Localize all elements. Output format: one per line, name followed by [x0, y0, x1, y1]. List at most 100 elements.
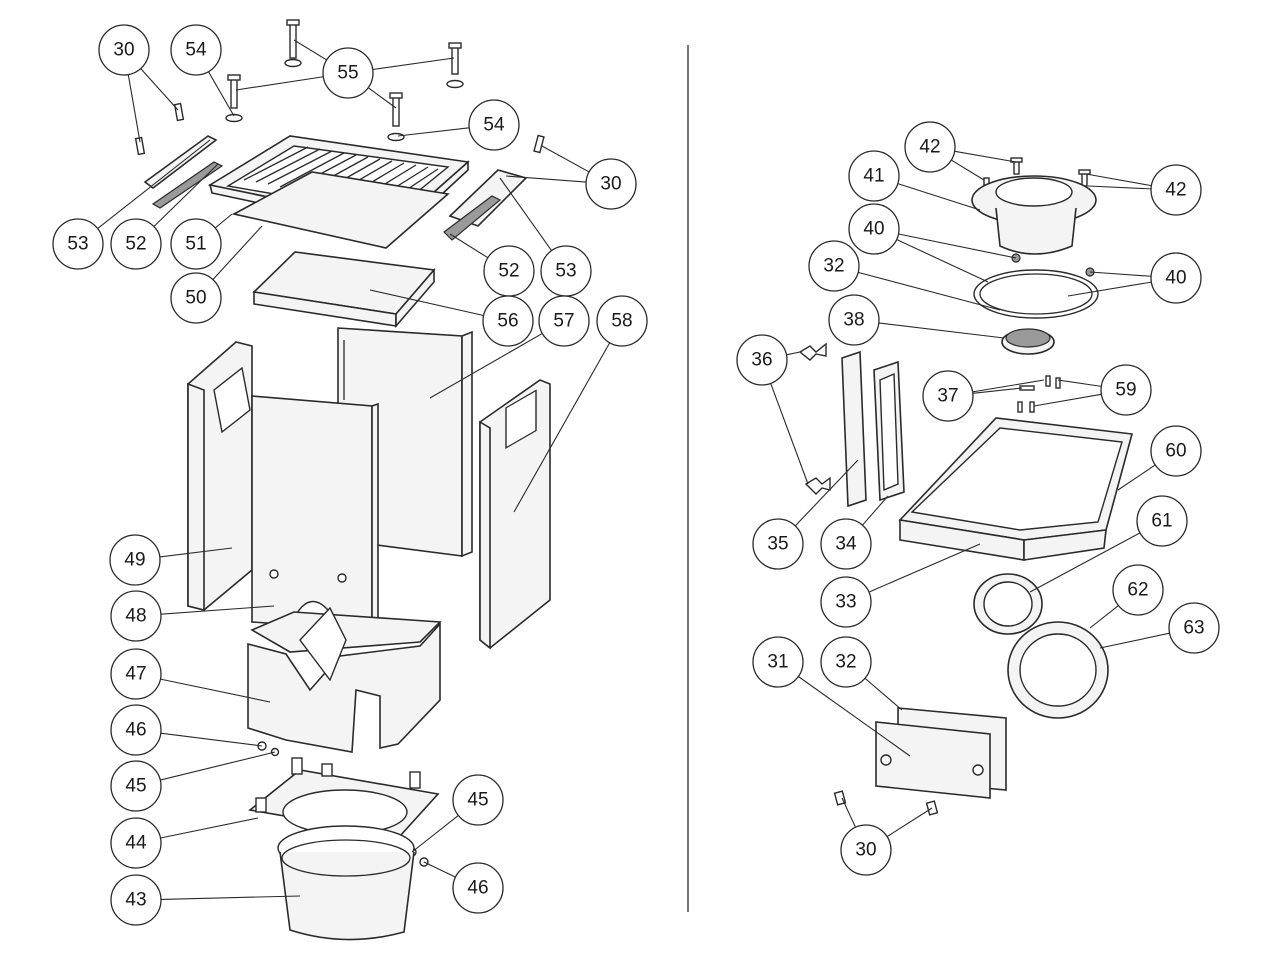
- callout-label: 30: [600, 174, 621, 195]
- leader-line-c62-0: [1089, 605, 1119, 629]
- leader-line-c31-0: [798, 676, 911, 757]
- leader-line-c63-0: [1099, 632, 1170, 649]
- leader-line-c54a-0: [207, 71, 235, 117]
- callout-circle: [110, 817, 162, 869]
- leader-line-c42b-0: [1085, 173, 1152, 187]
- callout-circle: [170, 24, 222, 76]
- washers-54: [225, 58, 464, 142]
- callout-circle: [904, 121, 956, 173]
- leader-line-c30b-0: [541, 145, 590, 173]
- callout-circle: [922, 370, 974, 422]
- callout-label: 60: [1165, 441, 1186, 462]
- callout-c45a: 45: [110, 760, 162, 812]
- leader-line-c45b-0: [411, 815, 459, 853]
- leader-line-c57-0: [429, 332, 543, 399]
- ring-62-63: [1007, 621, 1109, 719]
- callout-c48: 48: [110, 590, 162, 642]
- callout-label: 49: [124, 550, 145, 571]
- callout-circle: [1150, 252, 1202, 304]
- callout-circle: [1112, 564, 1164, 616]
- callout-circle: [828, 294, 880, 346]
- leader-line-c55-3: [367, 87, 397, 109]
- leader-line-c40b-0: [1089, 271, 1152, 277]
- callout-circle: [452, 774, 504, 826]
- callout-circle: [808, 240, 860, 292]
- callout-label: 53: [67, 234, 88, 255]
- callout-label: 42: [1165, 180, 1186, 201]
- callout-c49: 49: [109, 534, 161, 586]
- callout-c54a: 54: [170, 24, 222, 76]
- callout-circle: [110, 760, 162, 812]
- panel-48: [251, 395, 379, 634]
- callout-label: 33: [835, 592, 856, 613]
- callout-c32b: 32: [820, 636, 872, 688]
- callout-circle: [110, 648, 162, 700]
- leader-line-c40b-1: [1067, 281, 1152, 297]
- callout-c52a: 52: [110, 218, 162, 270]
- callout-label: 45: [467, 790, 488, 811]
- callout-circle: [110, 704, 162, 756]
- strainer-38: [1001, 328, 1055, 355]
- callout-circle: [1150, 164, 1202, 216]
- callout-label: 50: [185, 288, 206, 309]
- callout-circle: [752, 518, 804, 570]
- screw-30-right: [533, 134, 545, 154]
- leader-line-c40a-1: [896, 239, 989, 283]
- leader-line-c30c-0: [841, 797, 857, 828]
- callout-c36: 36: [736, 334, 788, 386]
- leader-line-c30a-1: [140, 68, 179, 111]
- callout-c56: 56: [482, 295, 534, 347]
- leader-line-c33-0: [868, 543, 981, 593]
- leader-line-c42a-1: [954, 150, 1017, 163]
- leader-line-c32a-0: [858, 271, 1001, 311]
- callout-c52b: 52: [483, 245, 535, 297]
- leader-line-c42a-0: [951, 159, 985, 181]
- callout-label: 40: [1165, 268, 1186, 289]
- leader-line-c53a-0: [97, 139, 211, 229]
- callout-c32a: 32: [808, 240, 860, 292]
- callout-label: 57: [553, 311, 574, 332]
- leader-line-c55-2: [235, 76, 324, 91]
- callout-circle: [98, 24, 150, 76]
- callout-circle: [1168, 602, 1220, 654]
- callout-label: 59: [1115, 380, 1136, 401]
- leader-line-c48-0: [160, 605, 275, 615]
- callout-label: 37: [937, 386, 958, 407]
- panel-58: [479, 379, 551, 650]
- callout-c63: 63: [1168, 602, 1220, 654]
- callout-circle: [848, 150, 900, 202]
- callout-label: 35: [767, 534, 788, 555]
- callout-c44: 44: [110, 817, 162, 869]
- leader-line-c43-0: [160, 895, 301, 900]
- callout-label: 63: [1183, 618, 1204, 639]
- callout-label: 42: [919, 137, 940, 158]
- leader-line-c36-0: [786, 351, 801, 356]
- leader-line-c36-1: [770, 383, 809, 485]
- callout-c58: 58: [596, 295, 648, 347]
- callout-circle: [110, 590, 162, 642]
- leader-line-c45a-0: [160, 751, 276, 781]
- callout-circle: [468, 99, 520, 151]
- screw-30-left: [134, 102, 185, 156]
- callout-circle: [482, 295, 534, 347]
- plate-35: [841, 350, 867, 508]
- leader-line-c30a-0: [127, 74, 141, 143]
- callout-label: 52: [498, 261, 519, 282]
- leader-line-c44-0: [160, 817, 259, 839]
- callout-label: 52: [125, 234, 146, 255]
- clip-52-53-right: [443, 169, 528, 241]
- callout-label: 53: [555, 261, 576, 282]
- callout-c54b: 54: [468, 99, 520, 151]
- callout-c42a: 42: [904, 121, 956, 173]
- callout-c59: 59: [1100, 364, 1152, 416]
- frame-50: [231, 171, 450, 249]
- callout-c46a: 46: [110, 704, 162, 756]
- callout-label: 61: [1151, 511, 1172, 532]
- leader-line-c56-0: [369, 289, 484, 317]
- leader-line-c30b-1: [505, 175, 587, 183]
- callout-c46b: 46: [452, 862, 504, 914]
- callout-label: 48: [125, 606, 146, 627]
- callout-label: 30: [113, 40, 134, 61]
- callout-c40a: 40: [848, 203, 900, 255]
- leader-line-c50-0: [212, 225, 263, 280]
